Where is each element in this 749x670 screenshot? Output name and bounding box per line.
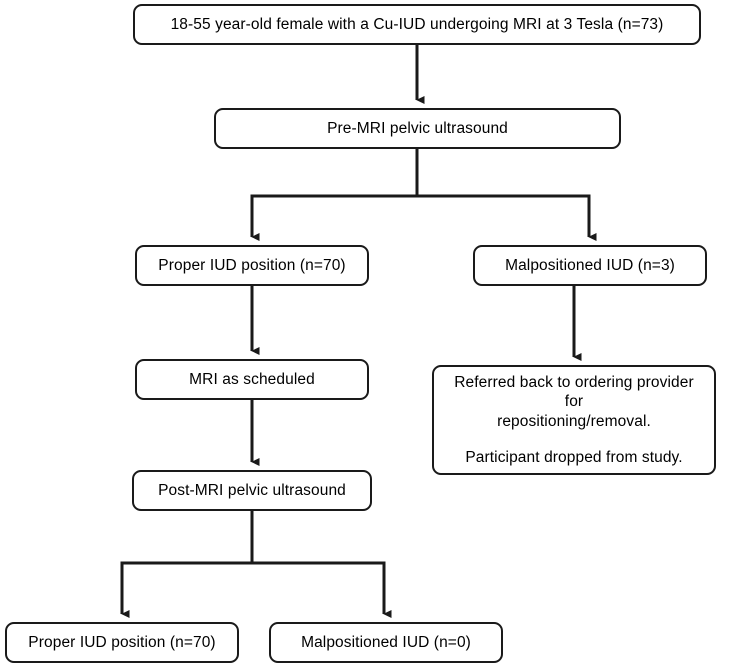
connector-pre-ultrasound-split bbox=[250, 149, 597, 242]
node-referred-back-line3: Participant dropped from study. bbox=[465, 448, 683, 466]
node-mri-as-scheduled-label: MRI as scheduled bbox=[189, 370, 315, 388]
node-proper-iud-position-pre: Proper IUD position (n=70) bbox=[135, 245, 369, 286]
node-enrollment-label: 18-55 year-old female with a Cu-IUD unde… bbox=[170, 15, 664, 33]
node-malpositioned-iud-post: Malpositioned IUD (n=0) bbox=[269, 622, 503, 663]
node-post-mri-ultrasound: Post-MRI pelvic ultrasound bbox=[132, 470, 372, 511]
node-proper-iud-position-post: Proper IUD position (n=70) bbox=[5, 622, 239, 663]
node-referred-back-line2: repositioning/removal. bbox=[497, 412, 651, 430]
node-mri-as-scheduled: MRI as scheduled bbox=[135, 359, 369, 400]
connector-post-ultrasound-split bbox=[120, 511, 392, 619]
node-proper-iud-position-pre-label: Proper IUD position (n=70) bbox=[158, 256, 346, 274]
node-pre-mri-ultrasound: Pre-MRI pelvic ultrasound bbox=[214, 108, 621, 149]
node-malpositioned-iud-pre-label: Malpositioned IUD (n=3) bbox=[505, 256, 675, 274]
node-referred-back: Referred back to ordering provider for r… bbox=[432, 365, 716, 475]
node-enrollment: 18-55 year-old female with a Cu-IUD unde… bbox=[133, 4, 701, 45]
node-malpositioned-iud-pre: Malpositioned IUD (n=3) bbox=[473, 245, 707, 286]
node-referred-back-line1: Referred back to ordering provider for bbox=[454, 373, 694, 411]
node-malpositioned-iud-post-label: Malpositioned IUD (n=0) bbox=[301, 633, 471, 651]
node-pre-mri-ultrasound-label: Pre-MRI pelvic ultrasound bbox=[327, 119, 508, 137]
node-proper-iud-position-post-label: Proper IUD position (n=70) bbox=[28, 633, 216, 651]
node-post-mri-ultrasound-label: Post-MRI pelvic ultrasound bbox=[158, 481, 346, 499]
